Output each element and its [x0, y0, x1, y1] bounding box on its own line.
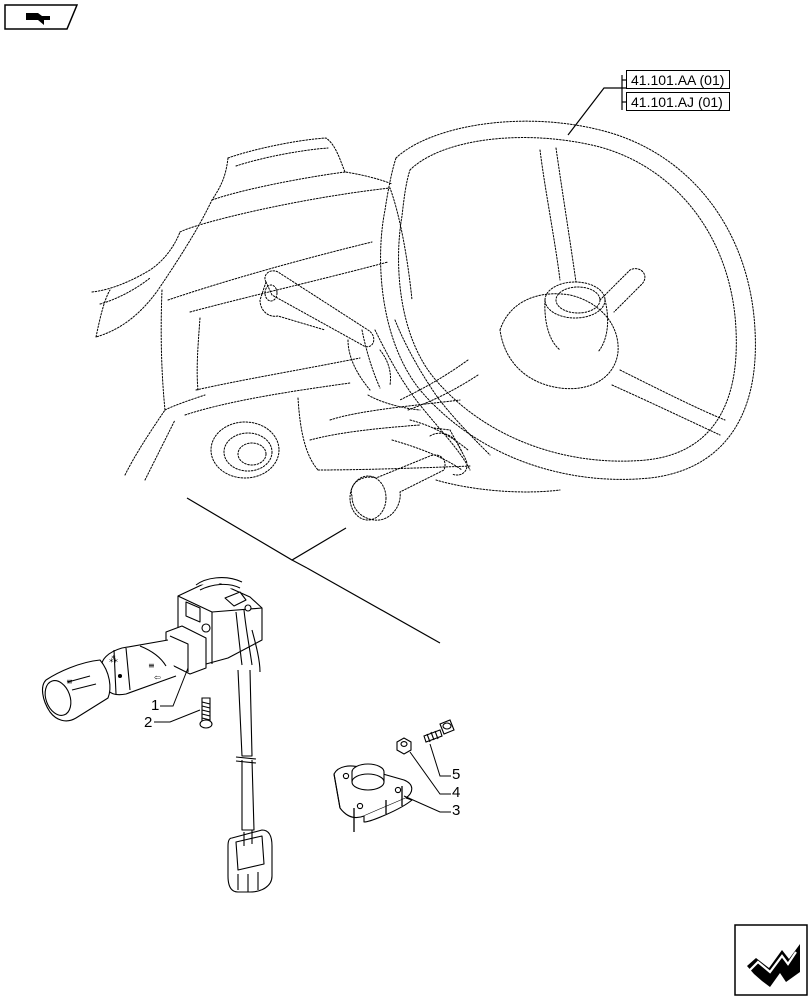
svg-text:⁂: ⁂: [109, 654, 118, 665]
reference-code-2[interactable]: 41.101.AJ (01): [626, 92, 730, 111]
callout-leaders: [154, 667, 451, 813]
context-stalk: [350, 454, 446, 521]
svg-text:≡: ≡: [148, 661, 155, 670]
part-1-multifunction-switch: ⁂ ≡ ⇦ ≡: [41, 577, 273, 893]
part-2-screw: [199, 697, 213, 729]
steering-spoke-top: [539, 149, 561, 281]
part-5-bolt: [423, 719, 455, 743]
steering-column: [374, 329, 471, 471]
explosion-bracket: [186, 497, 441, 644]
next-page-button[interactable]: [734, 924, 808, 996]
reference-leader: [567, 75, 626, 136]
instrument-hood: [227, 137, 393, 185]
part-4-nut: [396, 737, 412, 755]
hand-lever: [264, 270, 375, 348]
steering-wheel: [380, 120, 756, 480]
reference-code-1[interactable]: 41.101.AA (01): [626, 70, 730, 89]
next-page-arrow-icon: [734, 924, 808, 996]
callout-1: 1: [151, 697, 160, 714]
svg-text:⇦: ⇦: [154, 673, 161, 682]
previous-page-arrow-icon: [4, 4, 78, 30]
part-3-bracket: [333, 763, 413, 832]
prev-page-button[interactable]: [4, 4, 78, 30]
callout-4: 4: [452, 784, 461, 801]
callout-2: 2: [144, 714, 153, 731]
steering-hub: [499, 293, 619, 390]
dashboard-panel: [179, 187, 413, 301]
callout-3: 3: [452, 802, 461, 819]
svg-text:≡: ≡: [66, 677, 73, 686]
dashboard-context-view: [91, 120, 756, 521]
callout-5: 5: [452, 766, 461, 783]
round-dial: [210, 421, 280, 479]
